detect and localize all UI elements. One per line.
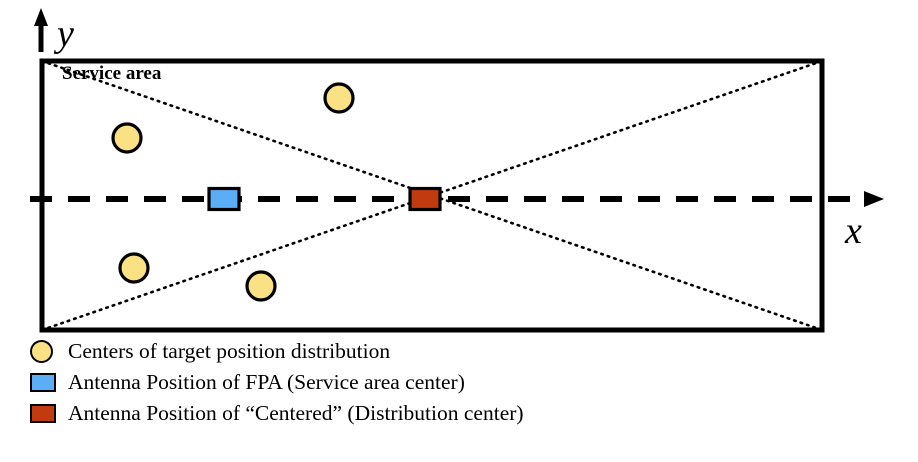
- diagonal-line-bottom-left-to-top-right: [40, 59, 824, 332]
- legend-swatch-wrap-fpa-antenna: [30, 373, 66, 392]
- target-center-marker-4: [245, 270, 277, 302]
- y-axis-arrow: [34, 8, 48, 52]
- legend-swatch-target-center: [30, 340, 53, 363]
- legend-label-fpa-antenna: Antenna Position of FPA (Service area ce…: [68, 369, 465, 394]
- legend: Centers of target position distribution …: [30, 336, 650, 429]
- centered-antenna-marker: [408, 186, 442, 212]
- target-center-marker-1: [323, 82, 355, 114]
- service-area-annotation-label: Service area: [62, 63, 162, 84]
- legend-label-target-centers: Centers of target position distribution: [68, 338, 391, 363]
- y-axis-label: y: [53, 13, 74, 55]
- diagonal-line-top-left-to-bottom-right: [40, 59, 824, 332]
- legend-item-target-centers: Centers of target position distribution: [30, 336, 650, 367]
- target-center-marker-3: [118, 252, 150, 284]
- x-axis-arrow: [864, 191, 884, 207]
- service-area-rectangle: [39, 58, 825, 333]
- legend-swatch-fpa-antenna: [30, 373, 56, 392]
- legend-item-fpa-antenna: Antenna Position of FPA (Service area ce…: [30, 367, 650, 398]
- legend-item-centered-antenna: Antenna Position of “Centered” (Distribu…: [30, 398, 650, 429]
- legend-swatch-wrap-centered-antenna: [30, 404, 66, 423]
- legend-swatch-wrap-target-center: [30, 340, 66, 363]
- fpa-antenna-marker: [207, 186, 241, 212]
- target-center-marker-2: [111, 122, 143, 154]
- legend-label-centered-antenna: Antenna Position of “Centered” (Distribu…: [68, 400, 524, 425]
- legend-swatch-centered-antenna: [30, 404, 56, 423]
- x-axis-label: x: [844, 210, 862, 252]
